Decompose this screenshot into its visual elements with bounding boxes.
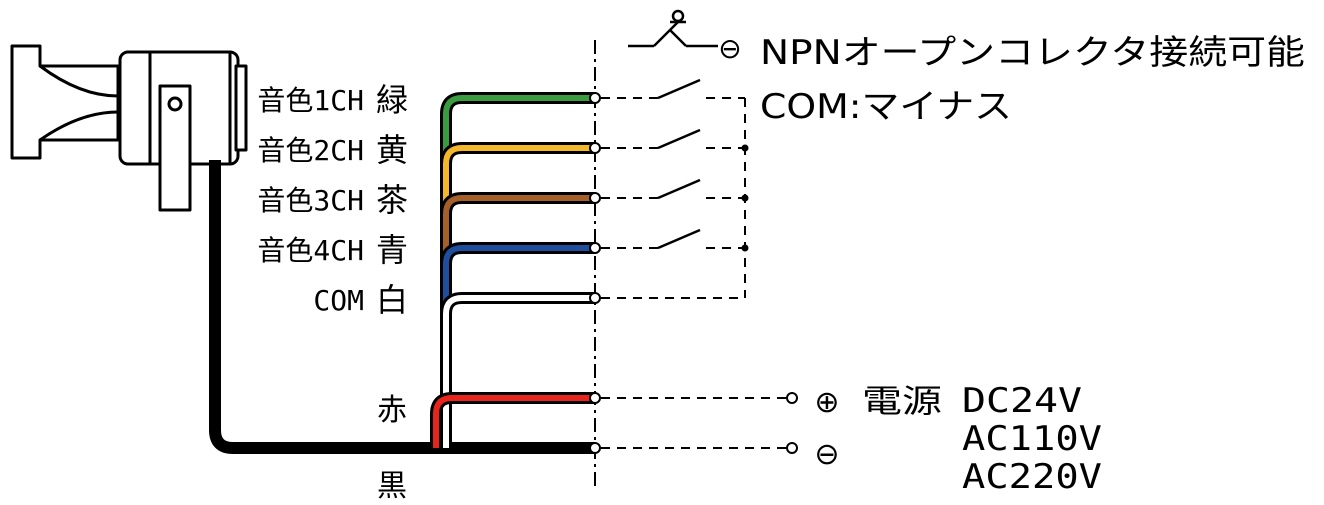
com-note: COM:マイナス <box>760 87 1012 127</box>
wire-1 <box>440 92 595 448</box>
wire-channel-label: 音色4CH <box>257 234 364 267</box>
terminal-red <box>589 392 601 404</box>
power-minus-terminal <box>786 442 798 454</box>
power-label: 電源 <box>862 382 942 420</box>
signal-wires <box>430 92 595 448</box>
terminal-5 <box>589 292 601 304</box>
terminal-2 <box>589 142 601 154</box>
wire-4 <box>440 242 595 448</box>
power-plus-symbol: ⊕ <box>814 385 839 420</box>
wire-5 <box>440 292 595 448</box>
wire-color-label: 青 <box>376 231 408 269</box>
npn-note: NPNオープンコレクタ接続可能 <box>760 33 1305 73</box>
wire-color-label: 緑 <box>376 81 408 119</box>
black-wire-label: 黒 <box>377 469 407 504</box>
wire-color-label: 茶 <box>376 181 408 219</box>
power-voltage-ac220v: AC220V <box>962 457 1102 497</box>
horn-speaker-icon <box>10 44 248 212</box>
switch-3 <box>657 178 701 200</box>
npn-transistor-icon <box>628 9 718 48</box>
power-voltage-ac110v: AC110V <box>962 419 1102 459</box>
wire-red <box>430 392 595 448</box>
wire-3 <box>440 192 595 448</box>
wire-channel-label: 音色3CH <box>257 184 364 217</box>
main-cable <box>209 160 595 454</box>
wire-channel-label: 音色1CH <box>257 84 364 117</box>
wire-2 <box>440 142 595 448</box>
terminal-1 <box>589 92 601 104</box>
wire-channel-label: COM <box>313 284 364 317</box>
terminal-4 <box>589 242 601 254</box>
channel-switches <box>589 78 798 454</box>
wire-color-label: 白 <box>376 281 408 319</box>
terminal-3 <box>589 192 601 204</box>
wire-color-label: 黄 <box>376 131 408 169</box>
wire-channel-label: 音色2CH <box>257 134 364 167</box>
power-voltage-dc24v: DC24V <box>962 381 1082 421</box>
power-plus-terminal <box>786 392 798 404</box>
terminal-black <box>589 442 601 454</box>
switch-4 <box>657 228 701 250</box>
npn-minus-symbol: ⊖ <box>718 32 741 65</box>
red-wire-label: 赤 <box>377 393 407 428</box>
switch-2 <box>657 128 701 150</box>
power-minus-symbol: ⊖ <box>814 437 839 472</box>
switch-1 <box>657 78 701 100</box>
